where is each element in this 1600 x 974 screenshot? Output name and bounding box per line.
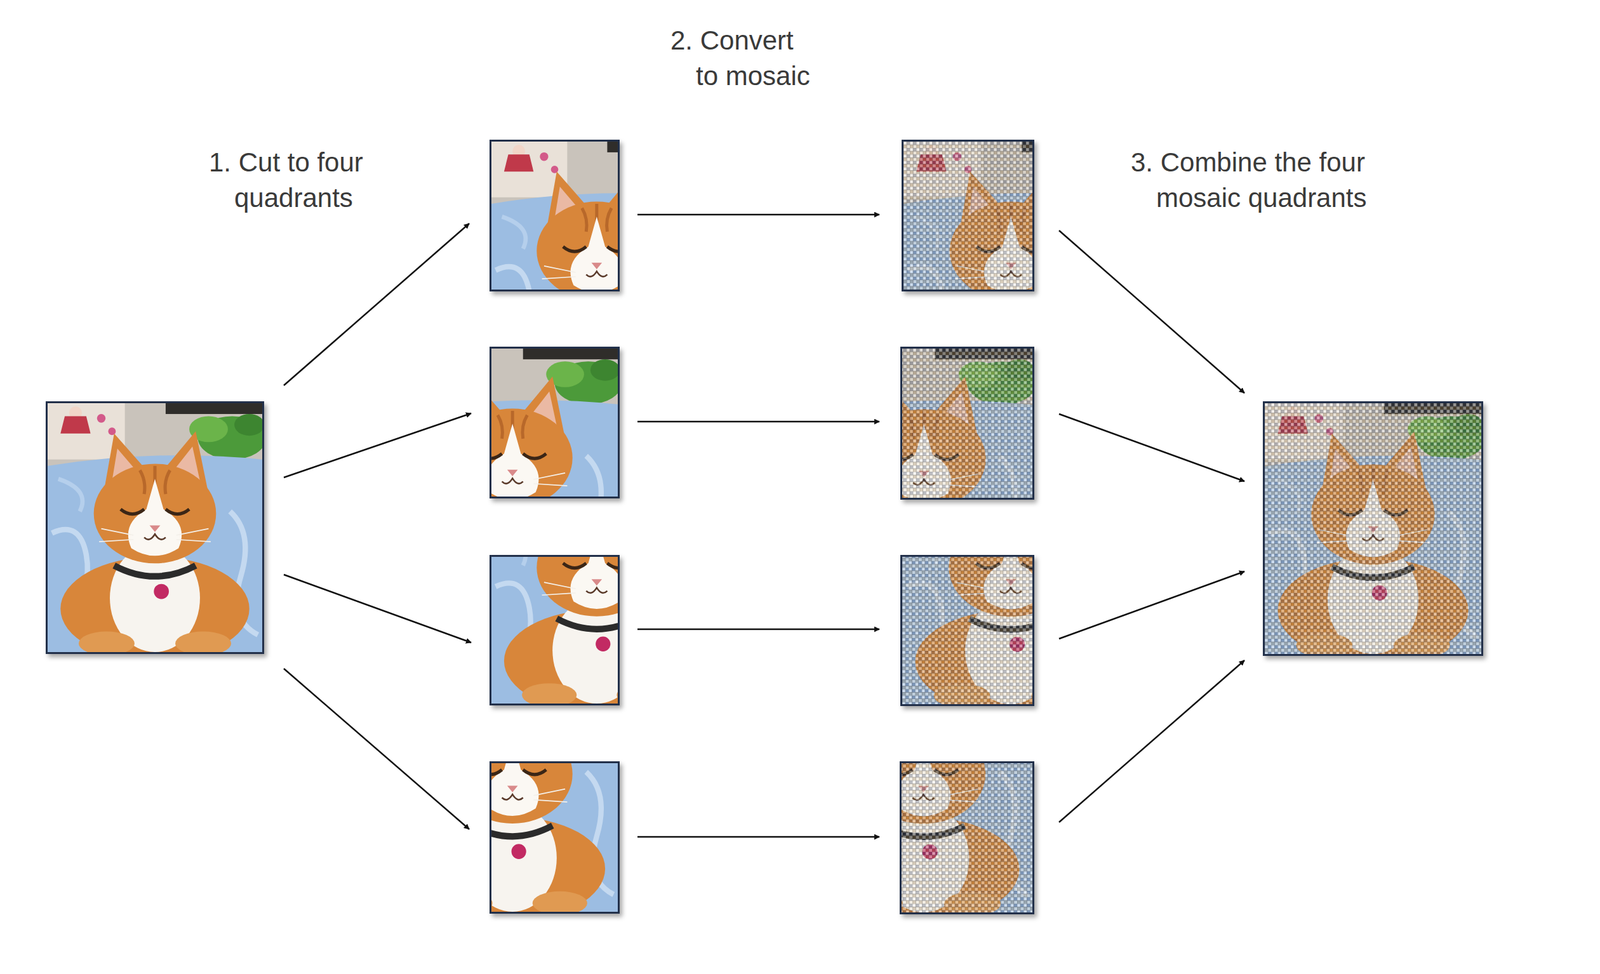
convert-arrow	[637, 420, 880, 423]
split-arrow	[283, 413, 472, 478]
cat-photo	[491, 556, 618, 704]
step-label: 1. Cut to four quadrants	[208, 144, 381, 216]
step-label: 3. Combine the four mosaic quadrants	[1130, 144, 1411, 216]
original-photo	[45, 401, 265, 654]
combine-arrow	[1059, 230, 1245, 394]
combine-arrow	[1059, 660, 1245, 823]
mosaic-quadrant	[901, 139, 1035, 292]
label-slot: 3. Combine the four mosaic quadrants	[1130, 144, 1411, 216]
mosaic-image	[903, 141, 1033, 290]
mosaic-image	[1264, 403, 1482, 654]
split-arrow	[283, 668, 470, 830]
mosaic-quadrant	[900, 346, 1035, 500]
split-arrow	[283, 574, 472, 643]
cat-photo	[491, 348, 618, 497]
combine-arrow	[1059, 571, 1245, 639]
mosaic-quadrant	[899, 761, 1035, 915]
combined-mosaic	[1262, 401, 1484, 656]
step-label: 2. Convert to mosaic	[670, 22, 817, 94]
split-arrow	[283, 223, 470, 386]
cat-photo	[47, 403, 263, 653]
label-slot: 2. Convert to mosaic	[670, 22, 817, 94]
photo-quadrant	[489, 761, 620, 914]
combine-arrow	[1059, 413, 1245, 482]
label-slot: 1. Cut to four quadrants	[208, 144, 381, 216]
mosaic-image	[902, 348, 1033, 498]
convert-arrow	[637, 836, 880, 839]
cat-photo	[491, 763, 618, 912]
photo-quadrant	[489, 554, 620, 706]
mosaic-image	[901, 763, 1033, 913]
mosaic-image	[902, 556, 1033, 705]
photo-quadrant	[489, 139, 620, 292]
photo-quadrant	[489, 346, 620, 499]
convert-arrow	[637, 213, 880, 216]
mosaic-quadrant	[900, 554, 1035, 707]
cat-photo	[491, 141, 618, 290]
convert-arrow	[637, 628, 880, 631]
